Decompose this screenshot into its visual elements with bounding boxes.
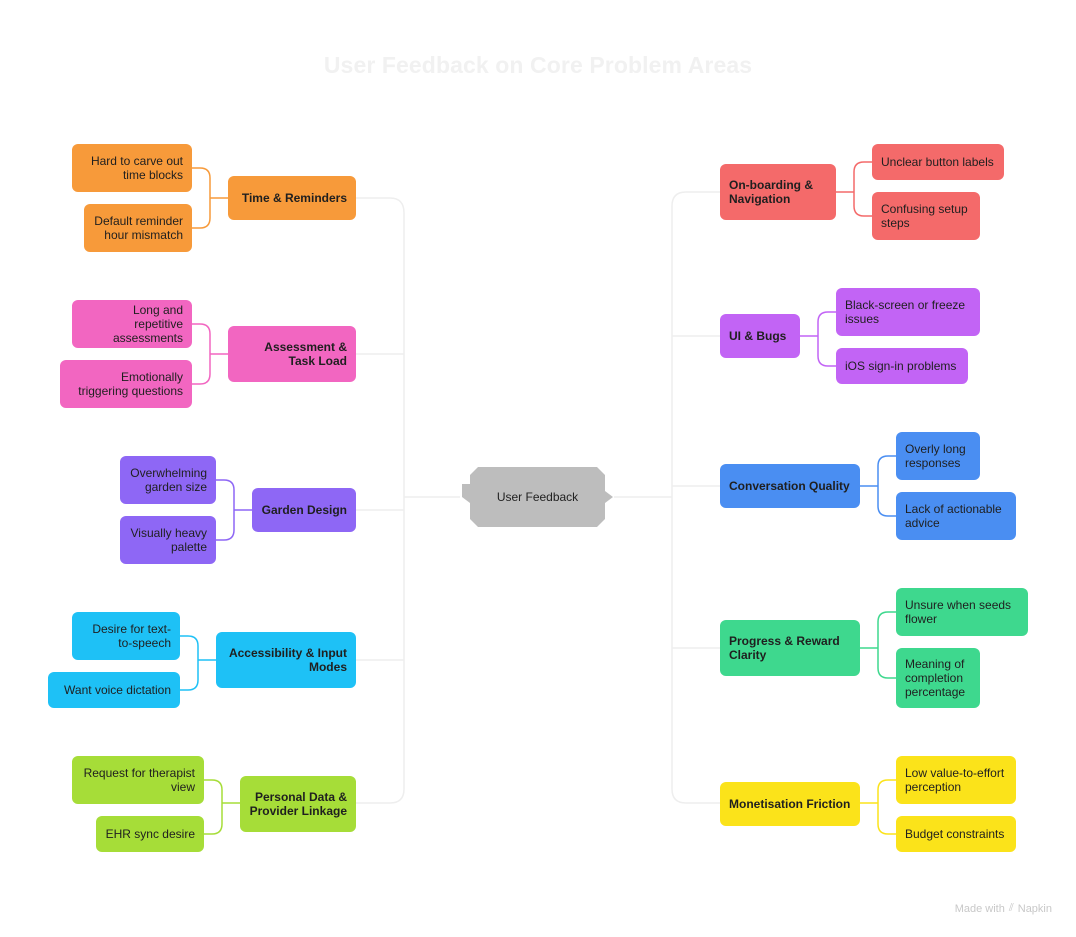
leaf-label: Hard to carve out time blocks: [90, 154, 183, 182]
leaf-ehr-sync: EHR sync desire: [96, 816, 204, 852]
leaf-label: Lack of actionable advice: [905, 502, 1002, 530]
leaf-garden-size: Overwhelming garden size: [120, 456, 216, 504]
leaf-heavy-palette: Visually heavy palette: [120, 516, 216, 564]
leaf-label: Default reminder hour mismatch: [94, 214, 183, 242]
category-label: Conversation Quality: [729, 479, 850, 493]
category-label: Time & Reminders: [241, 191, 347, 205]
leaf-voice-dictation: Want voice dictation: [48, 672, 180, 708]
made-with-text: Made with: [954, 902, 1005, 915]
leaf-value-effort: Low value-to-effort perception: [896, 756, 1016, 804]
leaf-label: Budget constraints: [905, 827, 1005, 841]
leaf-label: EHR sync desire: [105, 827, 195, 841]
leaf-budget-constraints: Budget constraints: [896, 816, 1016, 852]
category-ui-bugs: UI & Bugs: [720, 314, 800, 358]
leaf-label: Meaning of completion percentage: [905, 657, 966, 699]
leaf-label: Black-screen or freeze issues: [845, 298, 966, 326]
center-node: User Feedback: [462, 467, 613, 527]
leaf-seeds-flower: Unsure when seeds flower: [896, 588, 1028, 636]
leaf-setup-steps: Confusing setup steps: [872, 192, 980, 240]
leaf-therapist-view: Request for therapist view: [72, 756, 204, 804]
footer-branding: Made with ⫽ Napkin: [955, 902, 1052, 915]
category-label: Monetisation Friction: [729, 797, 851, 811]
category-time-reminders: Time & Reminders: [228, 176, 356, 220]
category-accessibility-input: Accessibility & Input Modes: [216, 632, 356, 688]
category-onboarding-navigation: On-boarding & Navigation: [720, 164, 836, 220]
brand-text: Napkin: [1017, 902, 1052, 915]
napkin-logo-icon: ⫽: [1008, 902, 1014, 914]
leaf-reminder-hour: Default reminder hour mismatch: [84, 204, 192, 252]
diagram-title: User Feedback on Core Problem Areas: [323, 52, 753, 78]
category-garden-design: Garden Design: [252, 488, 356, 532]
category-label: Progress & Reward Clarity: [729, 634, 840, 662]
leaf-label: Confusing setup steps: [881, 202, 968, 230]
leaf-label: Long and repetitive assessments: [112, 303, 183, 345]
leaf-triggering-questions: Emotionally triggering questions: [60, 360, 192, 408]
category-label: On-boarding & Navigation: [729, 178, 813, 206]
category-label: Garden Design: [261, 503, 347, 517]
leaf-label: Overly long responses: [905, 442, 966, 470]
leaf-black-screen: Black-screen or freeze issues: [836, 288, 980, 336]
leaf-ios-signin: iOS sign-in problems: [836, 348, 968, 384]
category-label: Accessibility & Input Modes: [228, 646, 347, 674]
category-label: UI & Bugs: [729, 329, 787, 343]
leaf-label: Low value-to-effort perception: [905, 766, 1005, 794]
leaf-button-labels: Unclear button labels: [872, 144, 1004, 180]
category-progress-reward: Progress & Reward Clarity: [720, 620, 860, 676]
leaf-label: Want voice dictation: [64, 683, 171, 697]
category-conversation-quality: Conversation Quality: [720, 464, 860, 508]
category-monetisation-friction: Monetisation Friction: [720, 782, 860, 826]
leaf-label: Request for therapist view: [83, 766, 195, 794]
category-label: Personal Data & Provider Linkage: [249, 790, 347, 818]
leaf-label: Overwhelming garden size: [130, 466, 207, 494]
category-label: Assessment & Task Load: [264, 340, 347, 368]
leaf-label: Visually heavy palette: [130, 526, 208, 554]
leaf-long-assessments: Long and repetitive assessments: [72, 300, 192, 348]
leaf-time-blocks: Hard to carve out time blocks: [72, 144, 192, 192]
leaf-label: Unsure when seeds flower: [905, 598, 1012, 626]
leaf-label: Unclear button labels: [881, 155, 994, 169]
leaf-completion-percentage: Meaning of completion percentage: [896, 648, 980, 708]
leaf-label: Emotionally triggering questions: [78, 370, 183, 398]
category-assessment-task-load: Assessment & Task Load: [228, 326, 356, 382]
leaf-long-responses: Overly long responses: [896, 432, 980, 480]
leaf-text-to-speech: Desire for text-to-speech: [72, 612, 180, 660]
leaf-label: iOS sign-in problems: [845, 359, 957, 373]
leaf-actionable-advice: Lack of actionable advice: [896, 492, 1016, 540]
leaf-label: Desire for text-to-speech: [92, 622, 171, 650]
category-personal-data: Personal Data & Provider Linkage: [240, 776, 356, 832]
